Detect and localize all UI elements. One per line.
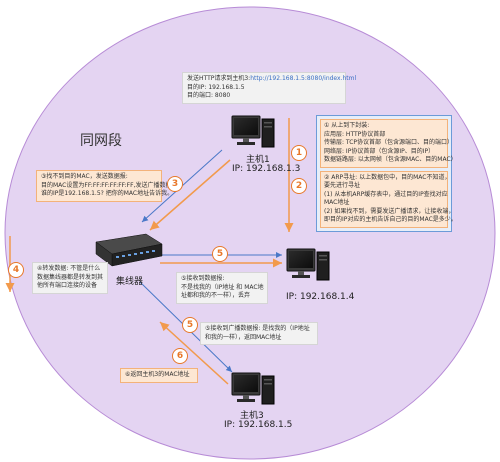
arp-line: (1) 从本机ARP缓存表中，通过目的IP查找对应 (324, 190, 448, 198)
host3-ip: IP: 192.168.1.5 (224, 420, 293, 430)
arrow-host3-to-hub (159, 321, 229, 385)
encapsulation-panel: ① 从上到下封装: 应用层: HTTP协议首部 传输层: TCP协议首部（包含源… (316, 115, 457, 232)
return-mac-text: ⑥返回主机3的MAC地址 (125, 371, 190, 378)
hub-forward-line: 数据集线器都是转发到其 (37, 273, 104, 281)
host2-receive-box: ⑤接收到数据报: 不是找我的（IP地址 和 MAC地 址都和我的不一样），丢弃 (176, 272, 268, 304)
hub-forward-box: ④转发数据: 不管是什么 数据集线器都是转发到其 他所有端口连接的设备 (32, 262, 108, 294)
encap-line: 传输层: TCP协议首部（包含源端口、目的端口） (324, 139, 454, 146)
request-label: 发送HTTP请求到主机3: (187, 75, 251, 82)
host3-name: 主机3 (240, 411, 264, 421)
host1-ip: IP: 192.168.1.3 (232, 164, 301, 174)
step-number-5-host3: 5 (182, 317, 198, 333)
request-dest-port: 目的端口: 8080 (187, 92, 231, 99)
host2-receive-line: 址都和我的不一样），丢弃 (181, 292, 251, 299)
network-title: 同网段 (80, 133, 122, 149)
host2-computer-icon (286, 248, 330, 281)
step-number-1: 1 (291, 145, 307, 161)
broadcast-line: 目的MAC设置为FF:FF:FF:FF:FF:FF,发送广播数据报 (41, 181, 178, 189)
arp-line: (2) 如果找不到，需要发送广播请求，让接收端， (324, 207, 455, 215)
hub-forward-line: ④转发数据: 不管是什么 (37, 265, 101, 272)
host2-receive-line: 不是找我的（IP地址 和 MAC地 (181, 283, 264, 291)
return-mac-box: ⑥返回主机3的MAC地址 (120, 368, 198, 383)
encap-line: 数据链路层: 以太网帧（包含源MAC、目的MAC） (324, 156, 457, 163)
encap-line: 网络层: IP协议首部（包含源IP、目的IP） (324, 147, 435, 155)
host1-computer-icon (231, 115, 275, 148)
arp-line: 要先进行寻址 (324, 182, 361, 189)
host2-receive-line: ⑤接收到数据报: (181, 275, 225, 282)
encapsulation-box: ① 从上到下封装: 应用层: HTTP协议首部 传输层: TCP协议首部（包含源… (320, 119, 457, 168)
arp-box: ② ARP寻址: 以上数据包中，目的MAC不知道， 要先进行寻址 (1) 从本机… (320, 170, 457, 228)
arrow-broadcast (149, 159, 231, 231)
step-number-6: 6 (172, 348, 188, 364)
broadcast-line: ③找不到目的MAC，发送数据报: (41, 173, 128, 180)
broadcast-box: ③找不到目的MAC，发送数据报: 目的MAC设置为FF:FF:FF:FF:FF:… (36, 170, 178, 202)
host2-ip: IP: 192.168.1.4 (286, 292, 355, 302)
step-number-2: 2 (291, 178, 307, 194)
step-number-5-host2: 5 (212, 246, 228, 262)
host3-receive-line: ⑤接收到广播数据报: 是找我的（IP地址 (205, 325, 310, 332)
host3-receive-box: ⑤接收到广播数据报: 是找我的（IP地址 和我的一样），返回MAC地址 (200, 322, 318, 345)
request-dest-ip: 目的IP: 192.168.1.5 (187, 83, 245, 91)
hub-icon (95, 233, 163, 267)
broadcast-line: 谁的IP是192.168.1.5? 把你的MAC地址告诉我。 (41, 190, 174, 197)
encap-line: 应用层: HTTP协议首部 (324, 130, 386, 138)
arp-line: ② ARP寻址: 以上数据包中，目的MAC不知道， (324, 173, 451, 181)
http-request-box: 发送HTTP请求到主机3:http://192.168.1.5:8080/ind… (182, 72, 356, 104)
arp-line: MAC地址 (324, 199, 350, 206)
hub-label: 集线器 (116, 277, 144, 287)
step-number-4: 4 (8, 262, 24, 278)
step-number-3: 3 (167, 176, 183, 192)
encap-title: ① 从上到下封装: (324, 122, 370, 129)
request-url: http://192.168.1.5:8080/index.html (250, 75, 357, 82)
host1-name: 主机1 (246, 155, 270, 165)
hub-forward-line: 他所有端口连接的设备 (37, 282, 98, 289)
host3-receive-line: 和我的一样），返回MAC地址 (205, 333, 282, 341)
arp-line: 即目的IP对应的主机告诉自己的目的MAC是多少。 (324, 216, 457, 223)
host3-computer-icon (231, 372, 275, 405)
